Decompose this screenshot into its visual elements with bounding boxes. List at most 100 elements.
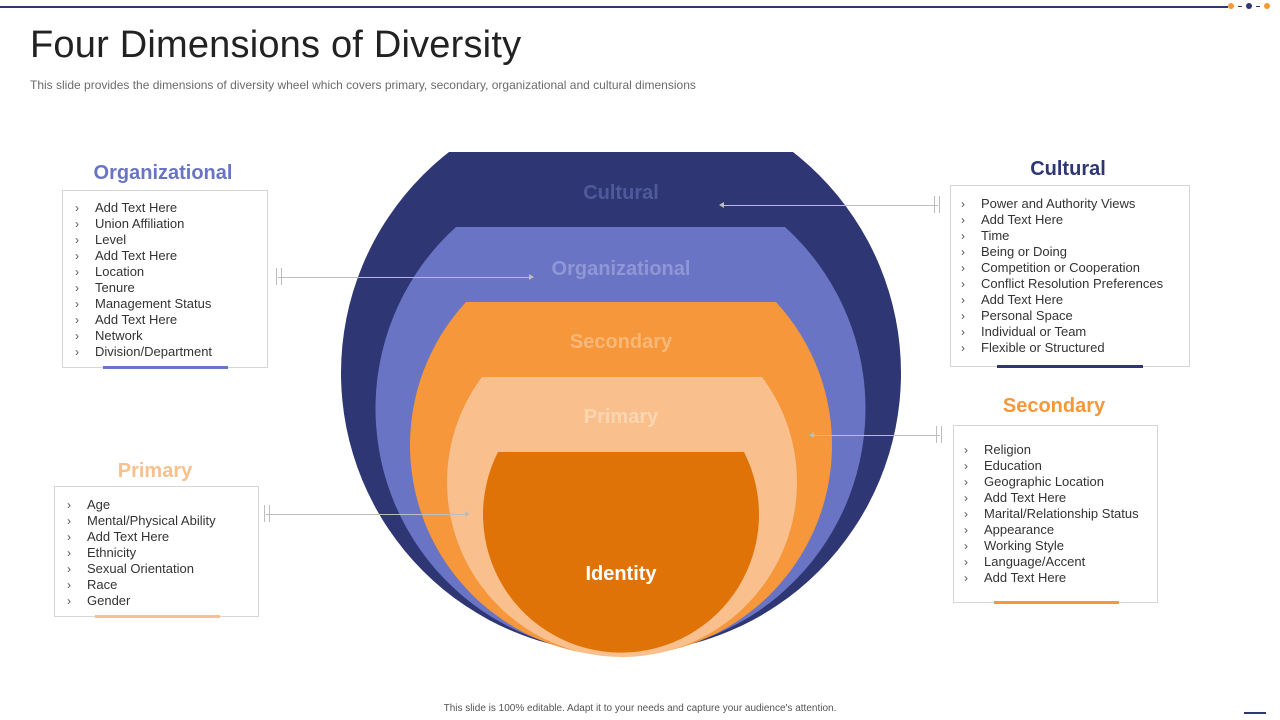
organizational-list-item-label: Level <box>95 232 127 247</box>
wheel-label-identity: Identity <box>585 563 657 585</box>
cultural-list-item: ›Flexible or Structured <box>961 340 1189 356</box>
cultural-accent-bar <box>997 365 1143 368</box>
chevron-right-icon: › <box>75 281 79 295</box>
secondary-list-item: ›Religion <box>964 442 1157 458</box>
secondary-list-item: ›Appearance <box>964 522 1157 538</box>
identity-core <box>483 452 759 653</box>
chevron-right-icon: › <box>961 309 965 323</box>
cultural-list-item: ›Add Text Here <box>961 212 1189 228</box>
secondary-list-item: ›Language/Accent <box>964 554 1157 570</box>
organizational-list-item-label: Union Affiliation <box>95 216 185 231</box>
chevron-right-icon: › <box>961 261 965 275</box>
cultural-list-item-label: Competition or Cooperation <box>981 260 1140 275</box>
cultural-list-item: › Add Text Here <box>961 292 1189 308</box>
chevron-right-icon: › <box>964 523 968 537</box>
secondary-list-item: ›Geographic Location <box>964 474 1157 490</box>
cultural-list-item-label: Add Text Here <box>981 212 1064 227</box>
secondary-list-item-label: Language/Accent <box>984 554 1086 569</box>
top-rule <box>0 6 1228 8</box>
cultural-list-item-label: Being or Doing <box>981 244 1067 259</box>
primary-list-item-label: Mental/Physical Ability <box>87 513 216 528</box>
cultural-list-item-label: Conflict Resolution Preferences <box>981 276 1164 291</box>
organizational-list-item-label: Network <box>95 328 143 343</box>
orange-dot-icon <box>1264 3 1270 9</box>
organizational-list-item: › Add Text Here <box>75 312 267 328</box>
organizational-list-item: ›Location <box>75 264 267 280</box>
secondary-accent-bar <box>994 601 1119 604</box>
chevron-right-icon: › <box>961 277 965 291</box>
chevron-right-icon: › <box>67 594 71 608</box>
chevron-right-icon: › <box>964 507 968 521</box>
primary-accent-bar <box>95 615 220 618</box>
chevron-right-icon: › <box>964 539 968 553</box>
organizational-list-item: ›Division/Department <box>75 344 267 360</box>
secondary-list-item: ›Add Text Here <box>964 490 1157 506</box>
primary-list-item-label: Gender <box>87 593 131 608</box>
primary-list-item-label: Add Text Here <box>87 529 170 544</box>
chevron-right-icon: › <box>964 459 968 473</box>
primary-list-item-label: Ethnicity <box>87 545 137 560</box>
secondary-title: Secondary <box>1002 395 1106 417</box>
chevron-right-icon: › <box>67 498 71 512</box>
organizational-list-item: › Level <box>75 232 267 248</box>
organizational-accent-bar <box>103 366 228 369</box>
organizational-list-item-label: Add Text Here <box>95 312 178 327</box>
primary-list-item-label: Age <box>87 497 111 512</box>
chevron-right-icon: › <box>75 313 79 327</box>
chevron-right-icon: › <box>75 249 79 263</box>
primary-list-item: › Gender <box>67 593 258 609</box>
chevron-right-icon: › <box>67 514 71 528</box>
chevron-right-icon: › <box>961 293 965 307</box>
secondary-panel: ›Religion›Education›Geographic Location›… <box>953 425 1158 604</box>
organizational-list-item-label: Division/Department <box>95 344 213 359</box>
cultural-list-item: ›Power and Authority Views <box>961 196 1189 212</box>
primary-list-item-label: Sexual Orientation <box>87 561 194 576</box>
primary-connector <box>264 505 470 522</box>
footer-note: This slide is 100% editable. Adapt it to… <box>443 703 837 714</box>
wheel-label-secondary: Secondary <box>570 331 673 353</box>
cultural-list-item: ›Time <box>961 228 1189 244</box>
orange-dot-icon <box>1228 3 1234 9</box>
primary-list-item-label: Race <box>87 577 118 592</box>
organizational-list-item: ›Union Affiliation <box>75 216 267 232</box>
organizational-list-item: ›Tenure <box>75 280 267 296</box>
chevron-right-icon: › <box>75 233 79 247</box>
secondary-list-item-label: Geographic Location <box>984 474 1104 489</box>
chevron-right-icon: › <box>75 201 79 215</box>
secondary-list-item-label: Working Style <box>984 538 1064 553</box>
cultural-list-item-label: Individual or Team <box>981 324 1087 339</box>
organizational-list-item-label: Add Text Here <box>95 248 178 263</box>
chevron-right-icon: › <box>964 571 968 585</box>
primary-list-item: › Mental/Physical Ability <box>67 513 258 529</box>
primary-list: › Age › Mental/Physical Ability › Add Text He… <box>67 497 258 609</box>
organizational-panel: ›Add Text Here›Union Affiliation›Level›A… <box>62 190 268 369</box>
secondary-list: ›Religion›Education›Geographic Location›… <box>964 442 1157 586</box>
cultural-list-item: › Personal Space <box>961 308 1189 324</box>
chevron-right-icon: › <box>75 297 79 311</box>
chevron-right-icon: › <box>961 325 965 339</box>
chevron-right-icon: › <box>961 197 965 211</box>
cultural-list-item-label: Personal Space <box>981 308 1073 323</box>
organizational-list-item-label: Management Status <box>95 296 212 311</box>
primary-list-item: › Add Text Here <box>67 529 258 545</box>
organizational-list-item: › Management Status <box>75 296 267 312</box>
wheel-label-cultural: Cultural <box>583 182 659 204</box>
chevron-right-icon: › <box>67 530 71 544</box>
cultural-list-item-label: Add Text Here <box>981 292 1064 307</box>
secondary-list-item: ›Education <box>964 458 1157 474</box>
chevron-right-icon: › <box>67 562 71 576</box>
primary-list-item: › Race <box>67 577 258 593</box>
cultural-list-item: › Conflict Resolution Preferences <box>961 276 1189 292</box>
cultural-connector <box>719 196 940 213</box>
secondary-list-item-label: Add Text Here <box>984 570 1067 585</box>
cultural-list-item: ›Being or Doing <box>961 244 1189 260</box>
chevron-right-icon: › <box>67 578 71 592</box>
organizational-list-item: › Network <box>75 328 267 344</box>
corner-rule <box>1244 712 1266 714</box>
organizational-list-item: ›Add Text Here <box>75 200 267 216</box>
chevron-right-icon: › <box>75 329 79 343</box>
secondary-list-item: › Working Style <box>964 538 1157 554</box>
secondary-list-item-label: Marital/Relationship Status <box>984 506 1139 521</box>
cultural-list-item-label: Flexible or Structured <box>981 340 1105 355</box>
